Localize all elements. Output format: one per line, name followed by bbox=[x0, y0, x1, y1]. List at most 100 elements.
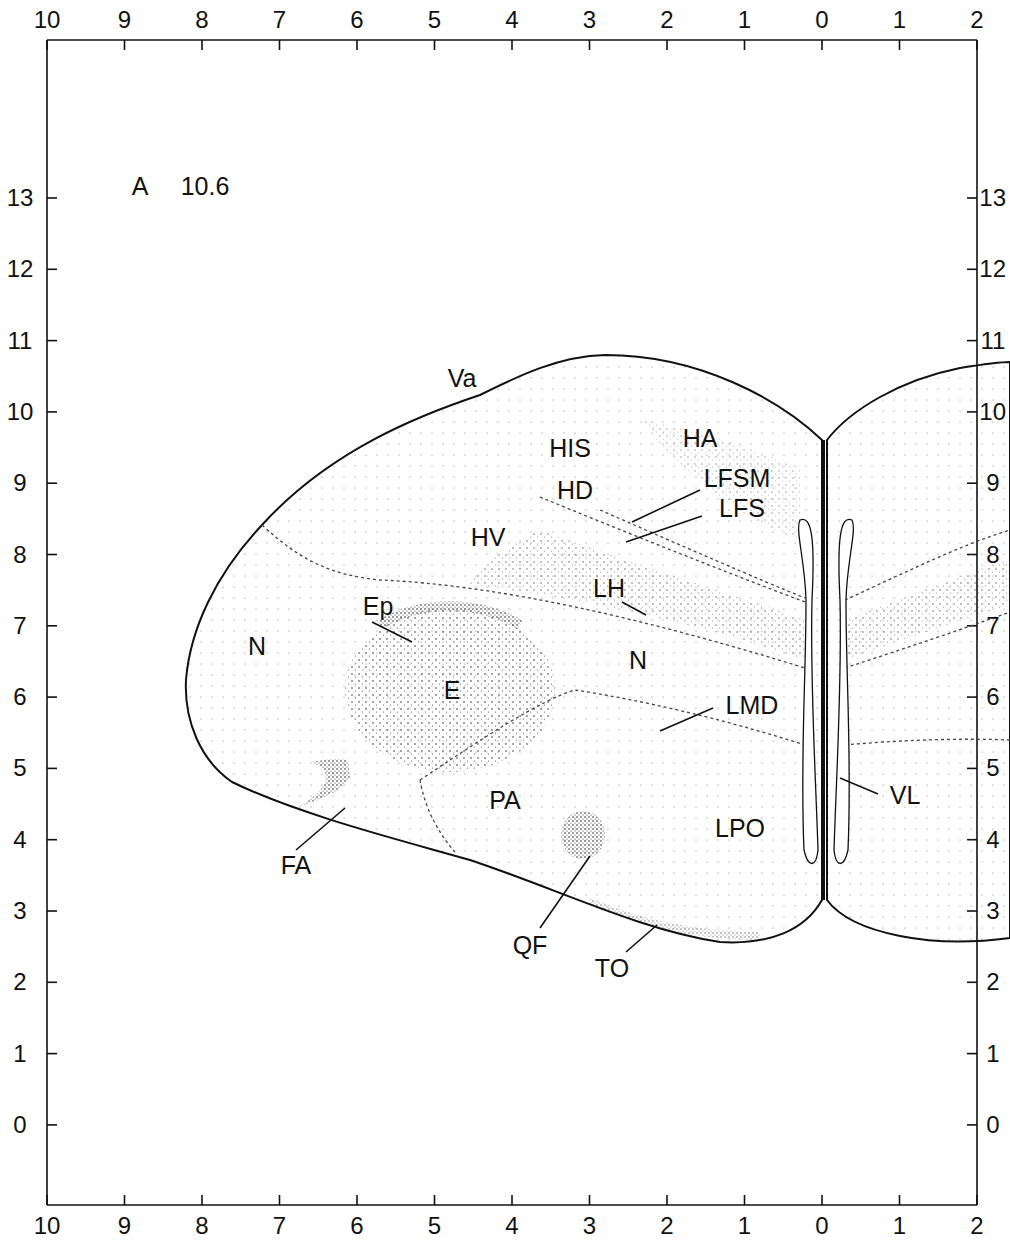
axis-number: 0 bbox=[986, 1113, 999, 1137]
region-label: LFSM bbox=[704, 466, 771, 491]
section-number: 10.6 bbox=[181, 174, 230, 199]
axis-number: 9 bbox=[118, 8, 131, 32]
axis-number: 1 bbox=[893, 8, 906, 32]
axis-number: 4 bbox=[505, 1214, 518, 1238]
region-label: N bbox=[248, 634, 266, 659]
axis-tick bbox=[976, 40, 978, 50]
axis-number: 2 bbox=[13, 970, 26, 994]
axis-tick bbox=[47, 839, 57, 841]
axis-tick bbox=[47, 197, 57, 199]
axis-number: 2 bbox=[660, 1214, 673, 1238]
axis-tick bbox=[821, 40, 823, 50]
axis-tick bbox=[967, 981, 977, 983]
axis-number: 9 bbox=[13, 471, 26, 495]
axis-number: 6 bbox=[350, 1214, 363, 1238]
axis-tick bbox=[279, 1195, 281, 1205]
axis-number: 1 bbox=[893, 1214, 906, 1238]
region-label: LFS bbox=[719, 496, 765, 521]
axis-tick bbox=[967, 1053, 977, 1055]
axis-number: 6 bbox=[350, 8, 363, 32]
axis-tick bbox=[46, 40, 48, 50]
axis-number: 5 bbox=[13, 756, 26, 780]
axis-tick bbox=[967, 340, 977, 342]
axis-tick bbox=[47, 910, 57, 912]
axis-number: 8 bbox=[986, 543, 999, 567]
axis-tick bbox=[47, 1124, 57, 1126]
axis-number: 5 bbox=[428, 1214, 441, 1238]
axis-number: 3 bbox=[986, 899, 999, 923]
axis-tick bbox=[511, 40, 513, 50]
axis-tick bbox=[434, 1195, 436, 1205]
axis-number: 4 bbox=[505, 8, 518, 32]
region-label: HD bbox=[557, 478, 593, 503]
axis-tick bbox=[279, 40, 281, 50]
axis-number: 3 bbox=[583, 1214, 596, 1238]
axis-number: 4 bbox=[986, 828, 999, 852]
axis-tick bbox=[201, 40, 203, 50]
axis-tick bbox=[976, 1195, 978, 1205]
region-label: N bbox=[629, 648, 647, 673]
region-label: HA bbox=[683, 426, 718, 451]
axis-number: 9 bbox=[986, 471, 999, 495]
axis-tick bbox=[511, 1195, 513, 1205]
axis-number: 10 bbox=[979, 400, 1006, 424]
axis-number: 6 bbox=[13, 685, 26, 709]
region-label: E bbox=[444, 678, 461, 703]
axis-number: 8 bbox=[13, 543, 26, 567]
axis-tick bbox=[434, 40, 436, 50]
axis-tick bbox=[124, 40, 126, 50]
axis-tick bbox=[47, 340, 57, 342]
axis-number: 0 bbox=[815, 8, 828, 32]
axis-number: 8 bbox=[195, 8, 208, 32]
axis-tick bbox=[47, 696, 57, 698]
axis-tick bbox=[124, 1195, 126, 1205]
axis-tick bbox=[589, 1195, 591, 1205]
axis-number: 12 bbox=[979, 257, 1006, 281]
region-label: PA bbox=[489, 788, 521, 813]
axis-tick bbox=[899, 40, 901, 50]
axis-tick bbox=[967, 1124, 977, 1126]
axis-tick bbox=[356, 40, 358, 50]
axis-number: 13 bbox=[7, 186, 34, 210]
region-label: Ep bbox=[363, 594, 394, 619]
axis-number: 1 bbox=[738, 8, 751, 32]
axis-number: 11 bbox=[981, 329, 1006, 353]
axis-tick bbox=[589, 40, 591, 50]
axis-number: 0 bbox=[815, 1214, 828, 1238]
axis-number: 0 bbox=[13, 1113, 26, 1137]
axis-tick bbox=[47, 981, 57, 983]
region-label: LMD bbox=[726, 693, 779, 718]
region-label: LPO bbox=[715, 816, 765, 841]
section-letter: A bbox=[132, 174, 149, 199]
region-label: QF bbox=[513, 933, 548, 958]
axis-tick bbox=[666, 40, 668, 50]
axis-number: 3 bbox=[583, 8, 596, 32]
axis-number: 8 bbox=[195, 1214, 208, 1238]
axis-number: 10 bbox=[34, 8, 61, 32]
region-label: FA bbox=[281, 853, 312, 878]
axis-number: 11 bbox=[8, 329, 33, 353]
axis-number: 1 bbox=[986, 1042, 999, 1066]
axis-number: 7 bbox=[273, 8, 286, 32]
axis-number: 9 bbox=[118, 1214, 131, 1238]
axis-tick bbox=[744, 40, 746, 50]
axis-number: 1 bbox=[738, 1214, 751, 1238]
axis-number: 6 bbox=[986, 685, 999, 709]
axis-tick bbox=[201, 1195, 203, 1205]
axis-tick bbox=[47, 768, 57, 770]
axis-number: 2 bbox=[970, 8, 983, 32]
axis-tick bbox=[967, 268, 977, 270]
axis-tick bbox=[356, 1195, 358, 1205]
axis-tick bbox=[46, 1195, 48, 1205]
region-label: VL bbox=[890, 783, 921, 808]
region-label: HV bbox=[471, 525, 506, 550]
axis-tick bbox=[47, 625, 57, 627]
axis-tick bbox=[47, 482, 57, 484]
axis-tick bbox=[666, 1195, 668, 1205]
axis-tick bbox=[47, 554, 57, 556]
region-label: Va bbox=[448, 366, 477, 391]
axis-number: 13 bbox=[979, 186, 1006, 210]
axis-number: 10 bbox=[7, 400, 34, 424]
